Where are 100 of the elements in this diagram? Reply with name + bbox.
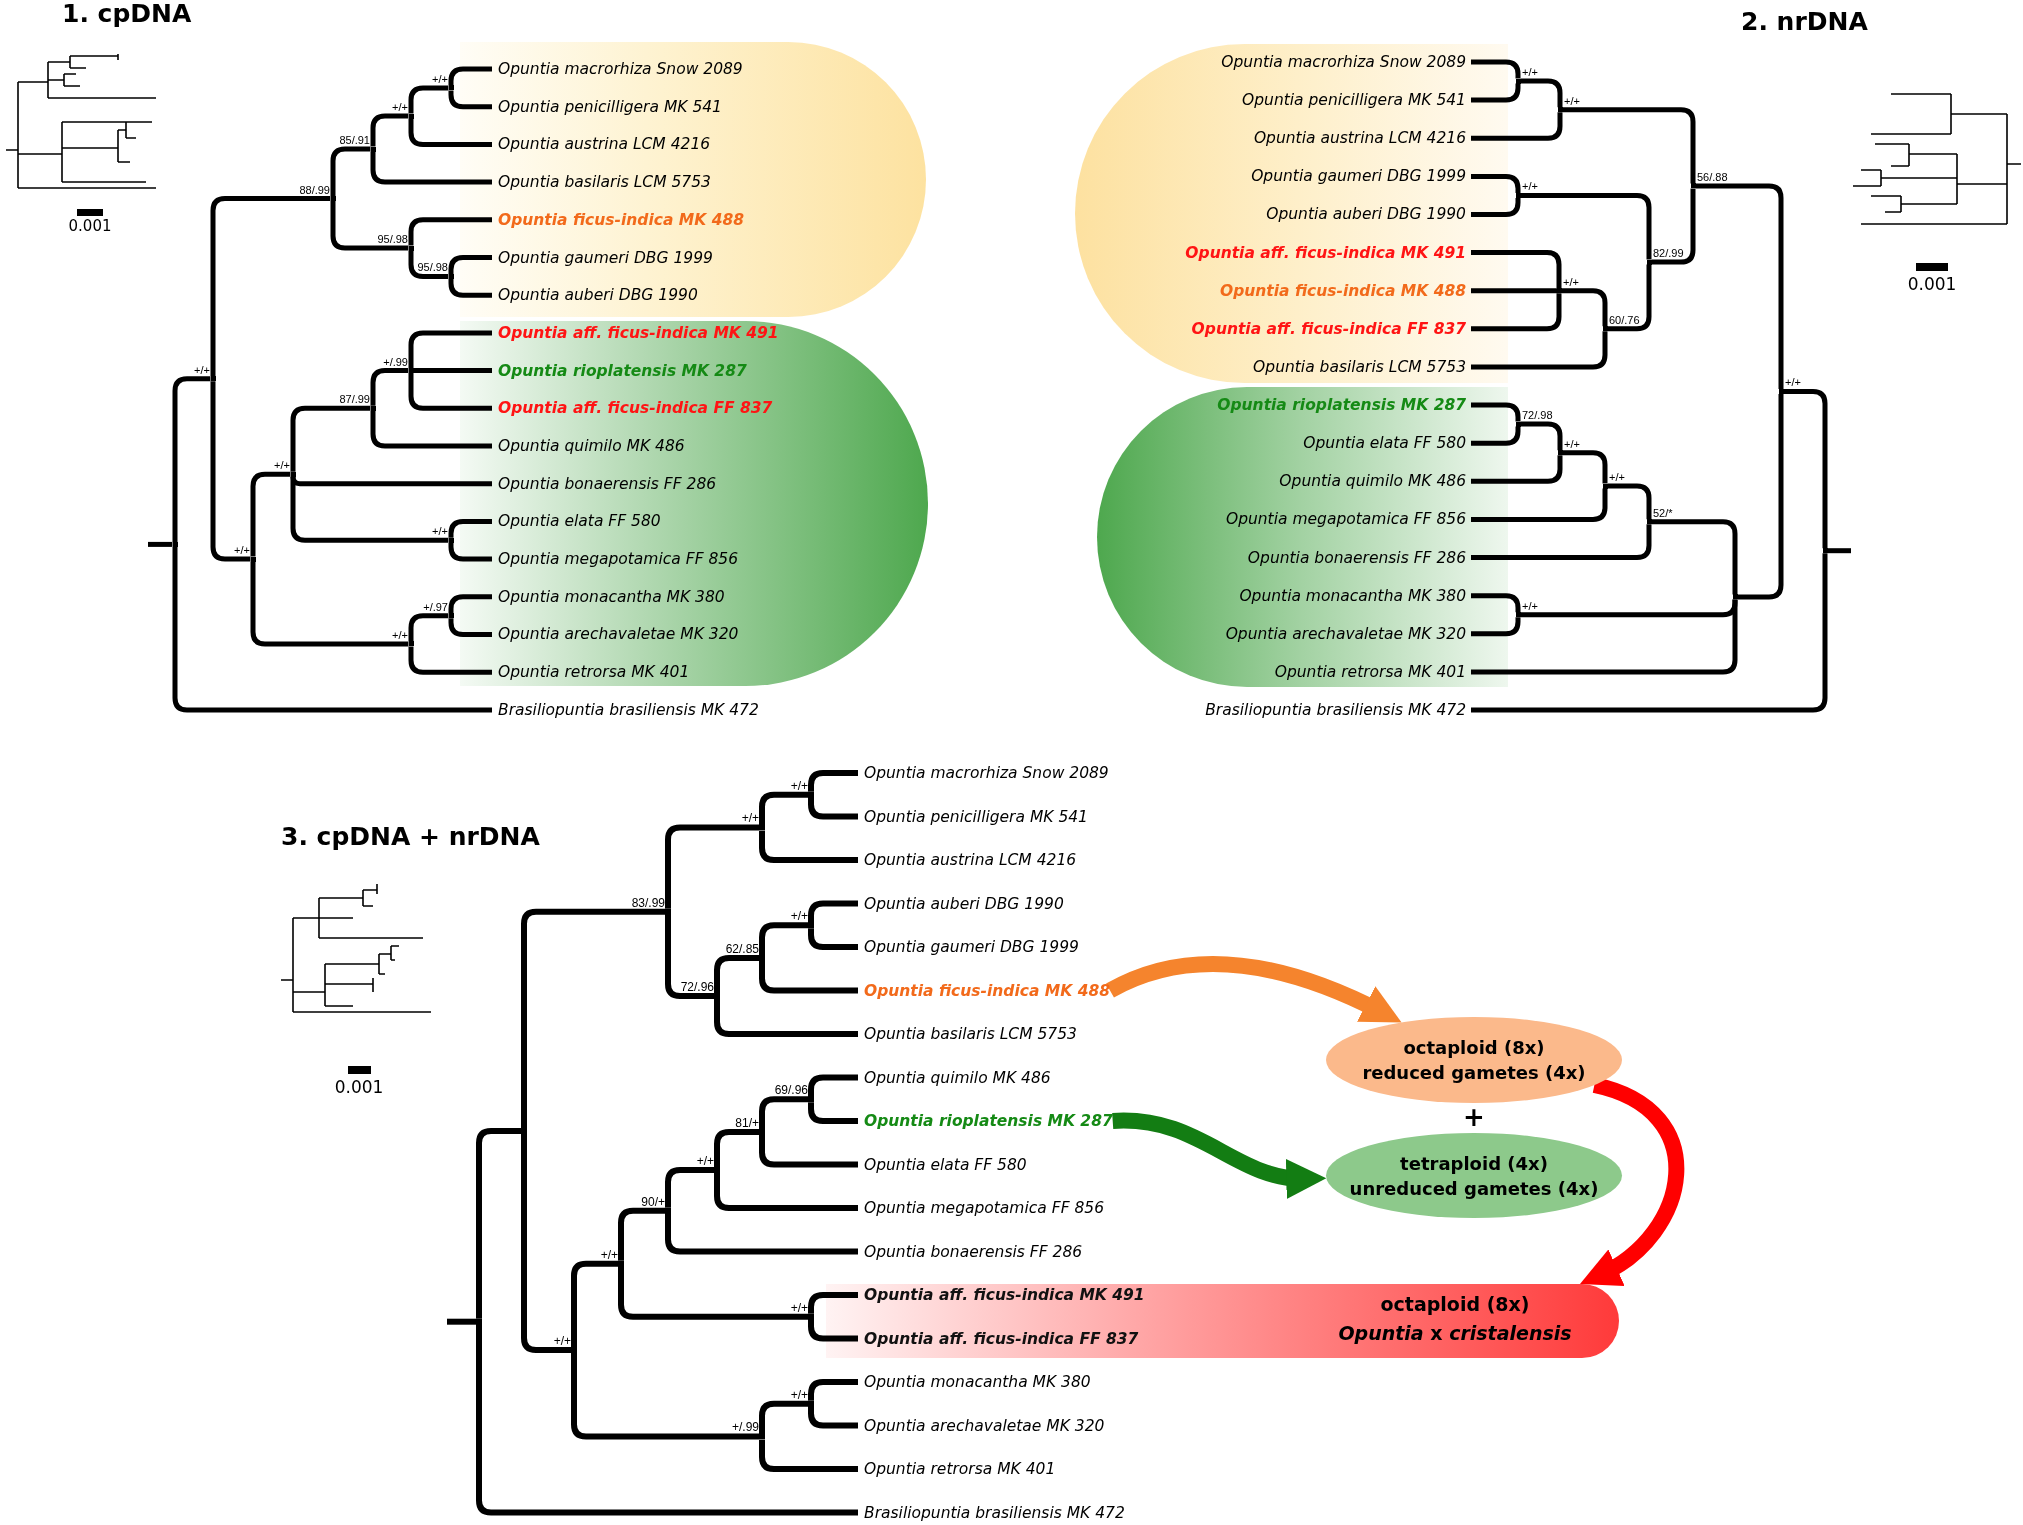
branch-line bbox=[1471, 83, 1521, 103]
branch-line bbox=[1562, 450, 1608, 484]
taxon-label: Opuntia rioplatensis MK 287 bbox=[858, 1110, 1113, 1132]
support-value: 56/.88 bbox=[1697, 170, 1728, 183]
clade-band bbox=[826, 1284, 1619, 1358]
panel-title: 3. cpDNA + nrDNA bbox=[281, 823, 540, 851]
branch-line bbox=[1471, 250, 1562, 289]
support-value: +/+ bbox=[553, 1335, 571, 1348]
branch-line bbox=[1471, 524, 1652, 561]
branch-line bbox=[1520, 421, 1563, 451]
taxon-label: Opuntia quimilo MK 486 bbox=[1279, 470, 1471, 493]
branch-line bbox=[370, 368, 409, 406]
ploidy-text: octaploid (8x) bbox=[1403, 1036, 1545, 1060]
branch-line bbox=[1651, 519, 1738, 595]
branch-line bbox=[1737, 393, 1784, 600]
support-value: +/+ bbox=[1785, 376, 1801, 389]
taxon-label: Opuntia quimilo MK 486 bbox=[492, 435, 685, 457]
branch-line bbox=[1471, 112, 1563, 141]
taxon-label: Opuntia bonaerensis FF 286 bbox=[492, 472, 717, 495]
branch-line bbox=[250, 561, 409, 647]
branch-line bbox=[1471, 288, 1559, 294]
branch-line bbox=[1471, 402, 1521, 422]
branch-line bbox=[1471, 426, 1521, 446]
branch-line bbox=[1607, 483, 1652, 520]
taxon-label: Opuntia austrina LCM 4216 bbox=[1253, 127, 1471, 150]
branch-line bbox=[571, 1353, 759, 1440]
branch-line bbox=[172, 376, 211, 542]
branch-line bbox=[476, 1324, 858, 1516]
support-value: +/+ bbox=[1522, 599, 1538, 612]
support-value: +/+ bbox=[432, 72, 448, 85]
support-value: +/+ bbox=[1522, 66, 1538, 79]
support-value: +/+ bbox=[432, 525, 448, 538]
branch-line bbox=[808, 770, 858, 792]
taxon-label: Opuntia macrorhiza Snow 2089 bbox=[858, 762, 1109, 784]
scale-label: 0.001 bbox=[68, 218, 112, 235]
support-value: 83/.99 bbox=[631, 896, 665, 909]
branch-line bbox=[1827, 548, 1851, 554]
curved-arrow bbox=[1112, 1112, 1327, 1198]
branch-line bbox=[1471, 197, 1521, 217]
branch-line bbox=[172, 546, 492, 713]
support-value: 90/+ bbox=[641, 1195, 665, 1208]
clade-band bbox=[1075, 44, 1508, 383]
branch-line bbox=[1695, 183, 1784, 389]
branch-line bbox=[448, 66, 492, 86]
ploidy-text: tetraploid (4x) bbox=[1400, 1151, 1548, 1176]
taxon-label: Opuntia basilaris LCM 5753 bbox=[1253, 355, 1471, 378]
support-value: 82/.99 bbox=[1653, 247, 1684, 260]
taxon-label: Opuntia basilaris LCM 5753 bbox=[492, 171, 711, 194]
support-value: +/+ bbox=[790, 910, 808, 923]
branch-line bbox=[408, 250, 449, 279]
taxon-label: Brasiliopuntia brasiliensis MK 472 bbox=[492, 698, 759, 721]
taxon-label: Opuntia gaumeri DBG 1999 bbox=[1251, 165, 1471, 188]
branch-line bbox=[448, 542, 492, 562]
panel-title: 1. cpDNA bbox=[62, 0, 192, 28]
branch-line bbox=[370, 113, 409, 147]
taxon-label: Opuntia aff. ficus-indica MK 491 bbox=[492, 321, 779, 344]
branch-line bbox=[759, 1400, 808, 1434]
taxon-label: Opuntia retrorsa MK 401 bbox=[1274, 660, 1471, 683]
support-value: 81/+ bbox=[735, 1116, 759, 1129]
support-value: +/+ bbox=[1563, 275, 1579, 288]
branch-line bbox=[808, 928, 858, 950]
taxon-label: Opuntia ficus-indica MK 488 bbox=[858, 979, 1110, 1002]
branch-line bbox=[1783, 388, 1828, 549]
branch-line bbox=[408, 330, 492, 369]
clade-band bbox=[460, 42, 926, 318]
support-value: +/+ bbox=[696, 1154, 714, 1167]
branch-line bbox=[665, 1213, 858, 1255]
support-value: 87/.99 bbox=[339, 393, 370, 406]
branch-line bbox=[665, 1166, 714, 1208]
branch-line bbox=[1471, 455, 1563, 484]
support-value: 95/.98 bbox=[417, 261, 448, 274]
taxon-label: Opuntia monacantha MK 380 bbox=[1239, 584, 1471, 607]
branch-line bbox=[448, 594, 492, 614]
branch-line bbox=[408, 118, 492, 147]
taxon-label: Opuntia arechavaletae MK 320 bbox=[858, 1414, 1105, 1437]
branch-line bbox=[808, 1292, 858, 1314]
taxon-label: Brasiliopuntia brasiliensis MK 472 bbox=[858, 1501, 1125, 1524]
branch-line bbox=[1520, 192, 1652, 260]
taxon-label: Opuntia austrina LCM 4216 bbox=[858, 849, 1077, 871]
taxon-label: Opuntia arechavaletae MK 320 bbox=[492, 623, 739, 646]
taxon-label: Opuntia monacantha MK 380 bbox=[858, 1371, 1091, 1393]
support-value: 95/.98 bbox=[377, 233, 408, 246]
support-value: +/+ bbox=[392, 628, 408, 641]
branch-line bbox=[330, 146, 371, 197]
branch-line bbox=[210, 196, 331, 377]
taxon-label: Opuntia arechavaletae MK 320 bbox=[1225, 622, 1471, 645]
branch-line bbox=[714, 1128, 759, 1167]
species-name: Opuntia x cristalensis bbox=[1338, 1321, 1572, 1345]
taxon-label: Opuntia elata FF 580 bbox=[858, 1153, 1027, 1176]
branch-line bbox=[714, 998, 858, 1037]
branch-line bbox=[448, 255, 492, 274]
branch-line bbox=[808, 900, 858, 923]
support-value: +/+ bbox=[1522, 180, 1538, 193]
branch-line bbox=[408, 373, 492, 411]
branch-line bbox=[1471, 599, 1738, 675]
taxon-label: Opuntia elata FF 580 bbox=[492, 510, 661, 533]
support-value: +/.99 bbox=[383, 355, 408, 368]
branch-line bbox=[1471, 593, 1521, 613]
branch-line bbox=[250, 471, 291, 557]
taxon-label: Opuntia rioplatensis MK 287 bbox=[492, 359, 747, 382]
